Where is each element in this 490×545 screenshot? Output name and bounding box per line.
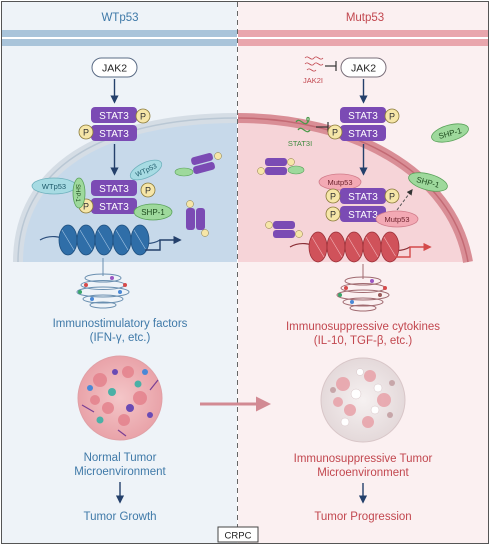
right-phospho-label: P [389,112,395,122]
right-chromatin [289,231,411,263]
left-panel-background [2,2,237,543]
left-shp1-protein: SHP-1 [133,203,173,221]
right-stat3-small-complex-1 [257,158,305,175]
left-factors-line1: Immunostimulatory factors [53,318,188,330]
left-stat3-label: STAT3 [99,129,129,140]
right-stat3-label: STAT3 [348,111,378,122]
left-phospho-label: P [83,128,89,138]
right-phospho-label: P [332,128,338,138]
left-shp1-label: SHP-1 [141,208,165,217]
crpc-label-box: CRPC [217,526,259,543]
left-phospho-label: P [140,112,146,122]
left-stat3-small-complex-1 [174,152,222,177]
right-phospho-label: P [330,192,336,202]
right-stat3-label: STAT3 [348,192,378,203]
right-jak2i-label: JAK2I [303,76,323,85]
left-jak2-label: JAK2 [102,63,127,75]
left-stat3-label: STAT3 [99,202,129,213]
left-stat3-label: STAT3 [99,111,129,122]
left-chromatin [39,224,161,256]
right-tumor-cluster [320,357,406,443]
left-wtp53-protein-2: WTp53 [129,159,163,181]
left-stat3-label: STAT3 [99,184,129,195]
left-shp1-small-label: SHP-1 [74,184,80,202]
right-mutp53-label-b: Mutp53 [384,215,409,224]
right-stat3-small-complex-2 [265,221,303,238]
left-wtp53-label-a: WTp53 [42,182,66,191]
right-jak2-label: JAK2 [351,63,376,75]
right-shp1-protein: SHP-1 [408,172,448,192]
right-stat3-dimer-nuclear: STAT3 STAT3 P P P [325,188,400,222]
left-tumor-cluster [77,355,163,441]
left-transcript-beads [78,276,127,301]
crpc-label: CRPC [225,531,252,542]
right-factors-line2: (IL-10, TGF-β, etc.) [314,335,413,347]
right-mutp53-protein-b: Mutp53 [375,210,419,228]
right-mutp53-label-a: Mutp53 [327,178,352,187]
left-stat3-dimer-upper: STAT3 STAT3 P P [78,107,151,141]
left-shp1-small: SHP-1 [72,177,86,209]
left-jak2: JAK2 [91,57,138,78]
right-stat3i-label: STAT3I [288,139,312,148]
left-tme-line1: Normal Tumor [84,452,157,464]
right-mutp53-protein-a: Mutp53 [318,173,362,191]
right-jak2: JAK2 [340,57,387,78]
right-factors-line1: Immunosuppressive cytokines [286,321,440,333]
left-membrane [2,30,237,46]
left-phospho-label: P [145,186,151,196]
right-jak2i-inhibitor: JAK2I [303,56,324,85]
right-transcription-arrow [395,242,432,258]
right-stat3-label: STAT3 [348,210,378,221]
left-transcript-coil [76,258,130,309]
right-transcript-beads [338,279,387,304]
left-phospho-label: P [83,202,89,212]
left-wtp53-protein: WTp53 [31,177,77,195]
right-phospho-label: P [389,192,395,202]
right-header: Mutp53 [346,12,384,24]
left-tme-line2: Microenvironment [74,466,166,478]
left-transcription-arrow [145,235,182,251]
right-stat3-label: STAT3 [348,129,378,140]
right-transcript-coil [336,264,390,312]
right-stat3-dimer-upper: STAT3 STAT3 P P [327,107,400,141]
right-phospho-label: P [330,210,336,220]
left-header: WTp53 [101,12,138,24]
right-tme-line1: Immunosuppressive Tumor [294,453,433,465]
right-outcome: Tumor Progression [314,511,411,523]
right-membrane [238,30,488,46]
right-tme-line2: Microenvironment [317,467,409,479]
right-stat3i-inhibitor: STAT3I [288,116,312,148]
left-outcome: Tumor Growth [83,511,156,523]
right-shp1-top: SHP-1 [431,123,469,143]
left-stat3-small-complex-2 [186,200,209,237]
left-factors-line2: (IFN-γ, etc.) [90,332,151,344]
